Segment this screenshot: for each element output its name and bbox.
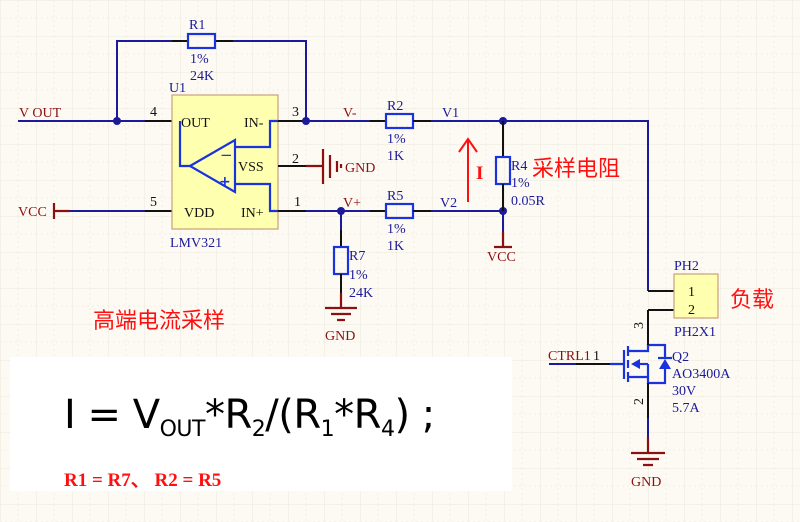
ph2-connector[interactable] <box>673 273 719 319</box>
formula-times-r4: *R <box>334 392 381 438</box>
u1-pin-vss-name: VSS <box>238 160 264 175</box>
gnd-u1-label: GND <box>345 161 375 176</box>
current-arrow-label: I <box>476 163 483 184</box>
q2-pin1-number: 1 <box>593 349 600 364</box>
vcc-left-label: VCC <box>18 205 47 220</box>
formula-r4-subscript: 4 <box>380 417 395 442</box>
q2-designator: Q2 <box>672 350 689 365</box>
opamp-plus-sign: + <box>219 174 231 190</box>
formula-lhs: I = V <box>64 392 160 438</box>
formula-r2-subscript: 2 <box>251 417 266 442</box>
r1-designator: R1 <box>189 18 205 33</box>
vcc-bottom-label: VCC <box>487 250 516 265</box>
gnd-r7-label: GND <box>325 329 355 344</box>
r5-value: 1K <box>387 239 404 254</box>
vcc-bottom-power-symbol <box>494 232 512 249</box>
q2-current-rating: 5.7A <box>672 401 701 416</box>
formula-r1-subscript: 1 <box>320 417 335 442</box>
vout-net-label: V OUT <box>19 106 62 121</box>
q2-part-number: AO3400A <box>672 367 731 382</box>
v1-net-label: V1 <box>442 106 459 121</box>
u1-pin-in-minus-name: IN- <box>244 116 264 131</box>
q2-voltage-rating: 30V <box>672 384 696 399</box>
r7-value: 24K <box>349 286 373 301</box>
r1-tolerance: 1% <box>190 52 209 67</box>
ph2-part-number: PH2X1 <box>674 325 716 340</box>
formula-divide-r: /(R <box>265 392 321 438</box>
formula-times-r: *R <box>204 392 252 438</box>
v-minus-net-label: V- <box>343 106 357 121</box>
u1-part-number: LMV321 <box>170 236 222 251</box>
r5-designator: R5 <box>387 189 403 204</box>
u1-designator: U1 <box>169 81 186 96</box>
u1-opamp[interactable] <box>171 94 279 230</box>
r4-tolerance: 1% <box>511 176 530 191</box>
ph2-pin1: 1 <box>688 285 695 300</box>
u1-pin-vdd-name: VDD <box>184 206 214 221</box>
q2-pin2-number: 2 <box>632 398 647 405</box>
r2-tolerance: 1% <box>387 132 406 147</box>
gnd-r7-symbol <box>325 293 357 322</box>
ph2-pin2: 2 <box>688 303 695 318</box>
r7-tolerance: 1% <box>349 268 368 283</box>
load-annotation: 负载 <box>730 288 774 313</box>
u1-pin1-number: 1 <box>294 195 301 210</box>
r1-value: 24K <box>190 69 214 84</box>
v2-net-label: V2 <box>440 196 457 211</box>
current-formula: I = VOUT*R2/(R1*R4) ; <box>64 392 435 442</box>
r4-value: 0.05R <box>511 194 546 209</box>
r7-designator: R7 <box>349 249 365 264</box>
sense-resistor-annotation: 采样电阻 <box>532 157 620 182</box>
junction-dot <box>113 117 121 125</box>
opamp-minus-sign: − <box>220 146 233 164</box>
r1-feedback-network <box>116 32 307 121</box>
r5-tolerance: 1% <box>387 222 406 237</box>
r1-resistor[interactable] <box>186 32 217 50</box>
r2-designator: R2 <box>387 99 403 114</box>
current-arrow-icon <box>458 137 478 202</box>
q2-pin3-number: 3 <box>632 322 647 329</box>
high-side-current-sensing-title: 高端电流采样 <box>93 309 225 334</box>
vcc-left-power-symbol <box>52 203 70 219</box>
formula-panel <box>10 357 512 491</box>
r2-value: 1K <box>387 149 404 164</box>
v-plus-net-label: V+ <box>343 196 361 211</box>
ph2-designator: PH2 <box>674 259 699 274</box>
u1-pin-out-name: OUT <box>181 116 210 131</box>
ctrl1-net-label: CTRL1 <box>548 349 591 364</box>
u1-pin-in-plus-name: IN+ <box>241 206 264 221</box>
gnd-q2-symbol <box>631 437 665 467</box>
resistor-equality-note: R1 = R7、 R2 = R5 <box>64 470 222 491</box>
formula-vout-subscript: OUT <box>159 417 206 442</box>
junction-dot <box>302 117 310 125</box>
u1-pin4-number: 4 <box>150 105 157 120</box>
u1-pin2-number: 2 <box>292 152 299 167</box>
formula-close: ) ; <box>394 392 435 438</box>
gnd-u1-symbol <box>306 149 343 184</box>
u1-pin3-number: 3 <box>292 105 299 120</box>
u1-pin5-number: 5 <box>150 195 157 210</box>
r4-designator: R4 <box>511 159 527 174</box>
gnd-q2-label: GND <box>631 475 661 490</box>
